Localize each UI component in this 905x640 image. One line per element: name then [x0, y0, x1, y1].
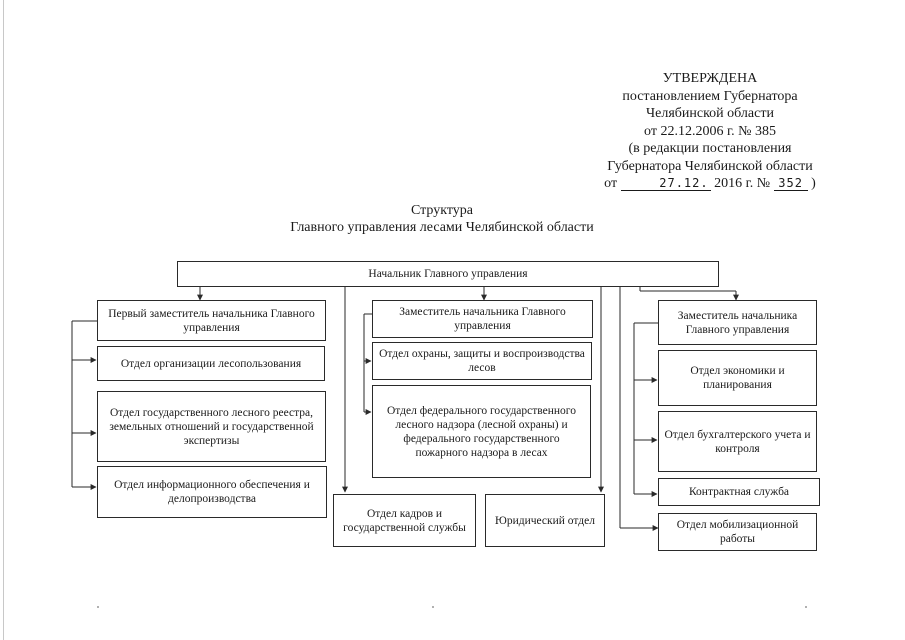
- deputy-center-box: Заместитель начальника Главного управлен…: [372, 300, 593, 338]
- contract-service-label: Контрактная служба: [688, 486, 790, 498]
- contract-service-box: Контрактная служба: [658, 478, 820, 506]
- dept-federal-supervision-label: Отдел федерального государственного лесн…: [387, 404, 576, 459]
- amendment-day: 27.12.: [620, 177, 711, 191]
- scan-edge-line: [3, 0, 4, 640]
- title-line-structure: Структура: [410, 203, 474, 218]
- dept-info-support-box: Отдел информационного обеспечения и дело…: [97, 466, 327, 518]
- first-deputy-box: Первый заместитель начальника Главного у…: [97, 300, 326, 341]
- approval-line-date: от 22.12.2006 г. № 385: [644, 123, 776, 139]
- approval-line-region: Челябинской области: [646, 106, 774, 121]
- dept-federal-supervision-box: Отдел федерального государственного лесн…: [372, 385, 591, 478]
- dept-accounting-box: Отдел бухгалтерского учета и контроля: [658, 411, 817, 472]
- dept-forest-use-label: Отдел организации лесопользования: [120, 357, 302, 370]
- dept-legal-label: Юридический отдел: [495, 514, 595, 527]
- head-label: Начальник Главного управления: [368, 268, 528, 280]
- document-title: Структура Главного управления лесами Чел…: [232, 202, 652, 236]
- dept-forest-registry-label: Отдел государственного лесного реестра, …: [109, 406, 314, 447]
- approval-line-decree: постановлением Губернатора: [622, 88, 798, 104]
- dept-mobilization-label: Отдел мобилизационной работы: [676, 519, 799, 545]
- dept-forest-use-box: Отдел организации лесопользования: [97, 346, 325, 381]
- amendment-number: 352: [773, 177, 808, 191]
- dept-forest-protection-box: Отдел охраны, защиты и воспроизводства л…: [372, 342, 592, 380]
- approval-stamp: УТВЕРЖДЕНА постановлением Губернатора Че…: [560, 70, 860, 193]
- title-line-org: Главного управления лесами Челябинской о…: [290, 220, 594, 235]
- approval-line-edition: (в редакции постановления: [628, 141, 792, 156]
- deputy-right-label: Заместитель начальника Главного управлен…: [677, 309, 798, 336]
- dept-mobilization-box: Отдел мобилизационной работы: [658, 513, 817, 551]
- deputy-right-box: Заместитель начальника Главного управлен…: [658, 300, 817, 345]
- dept-hr-label: Отдел кадров и государственной службы: [343, 507, 466, 534]
- dept-economics-box: Отдел экономики и планирования: [658, 350, 817, 406]
- dept-economics-label: Отдел экономики и планирования: [690, 365, 785, 391]
- approval-amendment-date: от 27.12. 2016 г. № 352 ): [560, 175, 860, 193]
- dept-hr-box: Отдел кадров и государственной службы: [333, 494, 476, 547]
- scan-speck: [432, 606, 434, 608]
- amendment-year: 2016 г. №: [714, 176, 771, 191]
- closing-bracket: ): [811, 176, 816, 191]
- first-deputy-label: Первый заместитель начальника Главного у…: [108, 307, 315, 334]
- deputy-center-label: Заместитель начальника Главного управлен…: [399, 306, 566, 332]
- dept-info-support-label: Отдел информационного обеспечения и дело…: [114, 479, 310, 505]
- approval-title: УТВЕРЖДЕНА: [662, 71, 758, 86]
- head-box: Начальник Главного управления: [177, 261, 719, 287]
- scan-speck: [97, 606, 99, 608]
- approval-line-governor: Губернатора Челябинской области: [607, 158, 813, 174]
- dept-legal-box: Юридический отдел: [485, 494, 605, 547]
- dept-accounting-label: Отдел бухгалтерского учета и контроля: [664, 428, 811, 455]
- from-label: от: [604, 176, 618, 191]
- dept-forest-registry-box: Отдел государственного лесного реестра, …: [97, 391, 326, 462]
- dept-forest-protection-label: Отдел охраны, защиты и воспроизводства л…: [379, 348, 585, 374]
- scan-speck: [805, 606, 807, 608]
